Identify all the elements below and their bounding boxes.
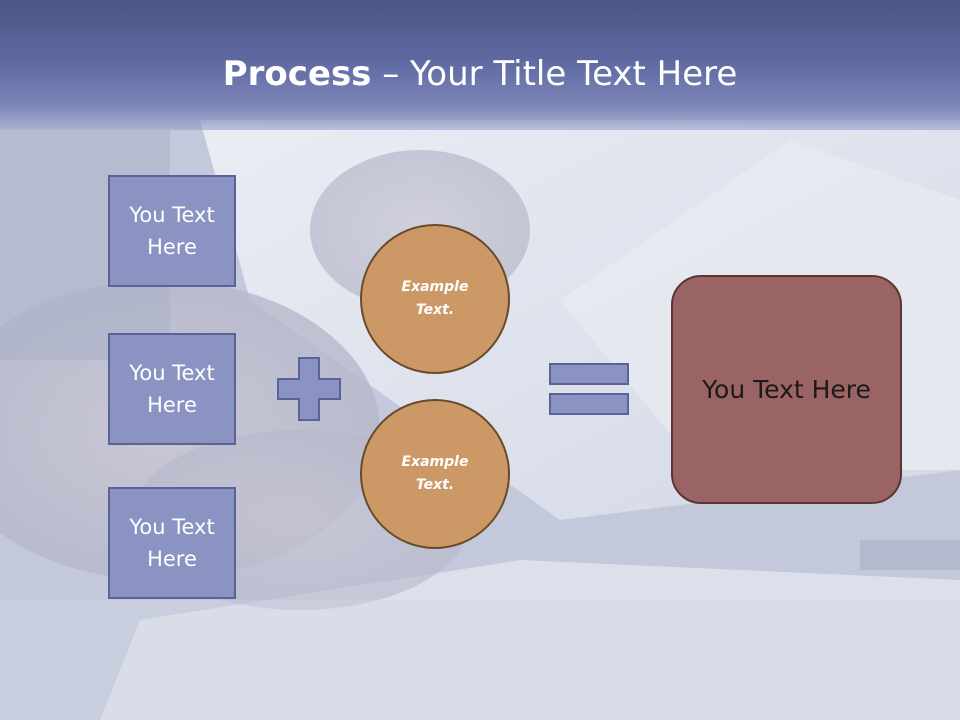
text-box-line: Here (147, 547, 197, 571)
example-circle-2[interactable]: Example Text. (360, 399, 510, 549)
text-box-3[interactable]: You Text Here (108, 487, 236, 599)
circle-line: Text. (415, 477, 455, 493)
result-box[interactable]: You Text Here (671, 275, 902, 504)
text-box-line: You Text (129, 515, 215, 539)
text-box-line: You Text (129, 361, 215, 385)
circle-line: Example (401, 454, 469, 470)
title-bold: Process (222, 54, 372, 94)
title-bar: Process – Your Title Text Here (0, 0, 960, 130)
text-box-line: Here (147, 393, 197, 417)
equals-icon (549, 363, 629, 415)
text-box-1[interactable]: You Text Here (108, 175, 236, 287)
text-box-2[interactable]: You Text Here (108, 333, 236, 445)
circle-line: Example (401, 279, 469, 295)
result-label: You Text Here (702, 375, 871, 404)
circle-line: Text. (415, 302, 455, 318)
plus-icon (277, 357, 341, 421)
title-rest: – Your Title Text Here (371, 54, 738, 94)
text-box-line: You Text (129, 203, 215, 227)
text-box-line: Here (147, 235, 197, 259)
page-title: Process – Your Title Text Here (0, 52, 960, 96)
example-circle-1[interactable]: Example Text. (360, 224, 510, 374)
